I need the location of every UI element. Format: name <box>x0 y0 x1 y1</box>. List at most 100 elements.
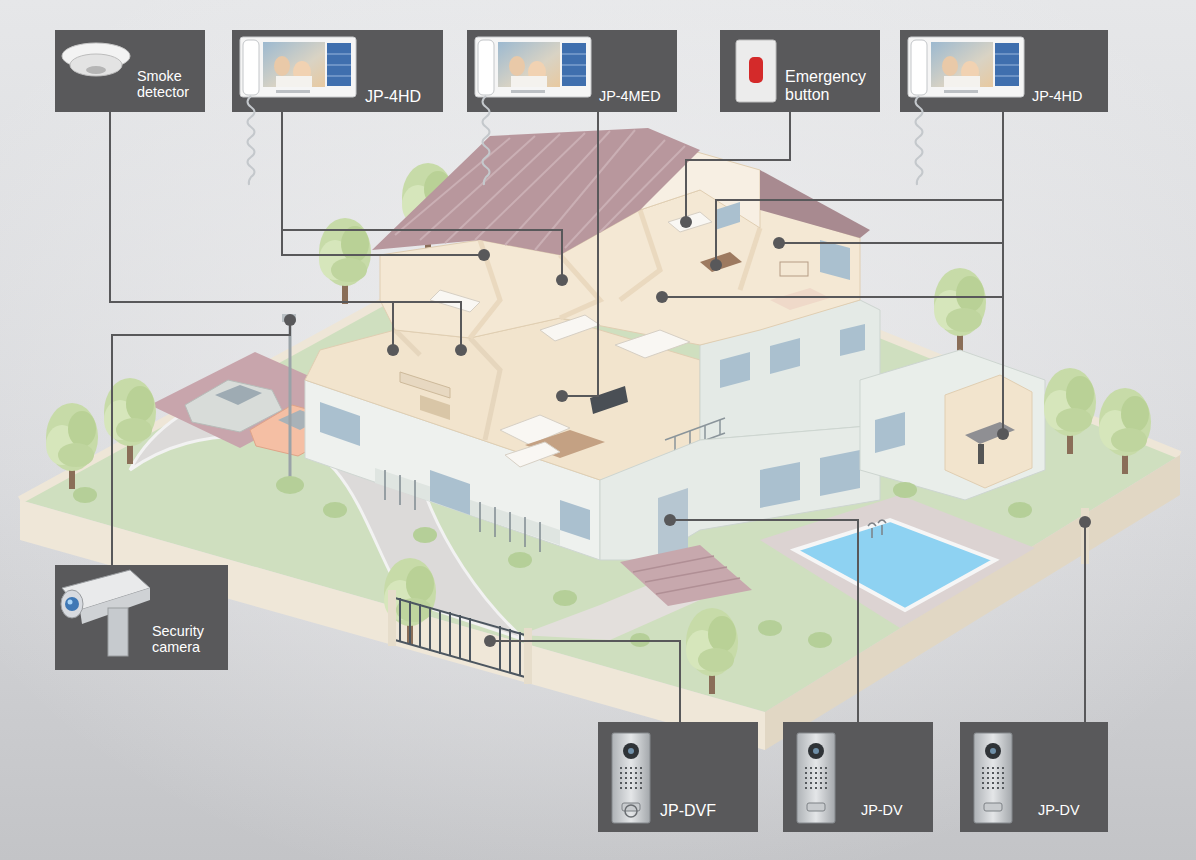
drawing-g <box>385 470 540 552</box>
drawing-polygon <box>820 450 860 496</box>
drawing-line <box>449 612 451 656</box>
drawing-polygon <box>820 240 850 280</box>
drawing-line <box>409 601 411 645</box>
device-callout: Security camera <box>55 565 228 670</box>
drawing-use <box>475 37 591 185</box>
drawing-path <box>662 296 1003 298</box>
drawing-circle <box>284 314 296 326</box>
drawing-polygon <box>760 170 870 238</box>
drawing-polygon <box>430 470 470 515</box>
device-label: JP-DVF <box>660 802 754 820</box>
drawing-polygon <box>795 520 995 610</box>
drawing-ellipse <box>61 590 83 618</box>
drawing-line <box>704 426 706 441</box>
drawing-polygon <box>372 128 700 255</box>
drawing-polyline <box>740 228 760 290</box>
drawing-polygon <box>770 288 830 310</box>
device-callout: JP-4HD <box>232 30 443 112</box>
drawing-line <box>565 140 665 248</box>
drawing-ellipse <box>70 54 122 76</box>
drawing-line <box>395 138 510 235</box>
drawing-rect <box>736 40 776 102</box>
drawing-g <box>55 30 1108 832</box>
drawing-rect <box>783 722 933 832</box>
drawing-polyline <box>620 210 660 300</box>
drawing-circle <box>680 216 692 228</box>
drawing-line <box>479 502 481 532</box>
drawing-polygon <box>420 395 450 420</box>
device-label: JP-4HD <box>1032 88 1106 104</box>
drawing-circle <box>773 237 785 249</box>
drawing-line <box>494 507 496 537</box>
device-label: JP-4HD <box>365 88 439 106</box>
drawing-ellipse <box>413 527 437 543</box>
drawing-line <box>459 615 461 659</box>
drawing-circle <box>556 274 568 286</box>
drawing-polygon <box>320 402 360 446</box>
drawing-polygon <box>760 495 1035 628</box>
drawing-polygon <box>658 488 688 558</box>
drawing-line <box>399 475 401 505</box>
drawing-path <box>282 112 484 255</box>
drawing-polygon <box>620 545 752 606</box>
drawing-polygon <box>375 468 560 545</box>
drawing-rect <box>960 722 1108 832</box>
drawing-g <box>110 112 1085 722</box>
drawing-polygon <box>305 318 700 480</box>
drawing-line <box>429 607 431 651</box>
drawing-line <box>633 556 714 572</box>
drawing-circle <box>484 635 496 647</box>
drawing-ellipse <box>73 487 97 503</box>
drawing-polygon <box>615 330 690 358</box>
drawing-circle <box>1079 516 1091 528</box>
drawing-circle <box>387 344 399 356</box>
device-label: Smoke detector <box>137 68 207 100</box>
drawing-polygon <box>540 315 600 341</box>
drawing-line <box>539 522 541 552</box>
drawing-rect <box>108 608 128 656</box>
drawing-circle <box>664 514 676 526</box>
drawing-polygon <box>215 385 262 405</box>
drawing-polyline <box>560 255 600 318</box>
drawing-g <box>395 130 685 250</box>
drawing-path <box>490 641 680 722</box>
drawing-line <box>645 567 727 582</box>
drawing-path <box>562 112 598 396</box>
drawing-path <box>686 112 790 222</box>
drawing-path <box>393 302 461 350</box>
drawing-circle <box>556 390 568 402</box>
drawing-ellipse <box>893 482 917 498</box>
drawing-use <box>46 403 98 489</box>
drawing-polygon <box>590 386 628 414</box>
drawing-line <box>419 604 421 648</box>
drawing-rect <box>978 444 984 464</box>
drawing-line <box>445 134 560 243</box>
drawing-rect <box>749 57 763 83</box>
drawing-use <box>1044 368 1096 454</box>
drawing-polygon <box>965 422 1015 444</box>
drawing-use <box>240 37 356 185</box>
drawing-polygon <box>860 350 1045 500</box>
drawing-ellipse <box>323 502 347 518</box>
drawing-ellipse <box>1008 502 1032 518</box>
drawing-rect <box>388 590 396 646</box>
device-callout: JP-DV <box>960 722 1108 832</box>
drawing-line <box>499 626 501 670</box>
drawing-g <box>284 216 1091 647</box>
drawing-path <box>112 320 290 565</box>
device-callout: JP-DVF <box>598 722 758 832</box>
device-callout: JP-DV <box>783 722 933 832</box>
drawing-line <box>289 326 292 478</box>
drawing-rect <box>720 30 880 112</box>
drawing-ellipse <box>553 590 577 606</box>
drawing-polygon <box>720 352 750 388</box>
drawing-path <box>779 242 1003 244</box>
drawing-g <box>395 598 525 677</box>
drawing-circle <box>68 600 73 605</box>
device-callout: JP-4HD <box>900 30 1108 112</box>
drawing-circle <box>455 344 467 356</box>
drawing-circle <box>65 597 79 611</box>
